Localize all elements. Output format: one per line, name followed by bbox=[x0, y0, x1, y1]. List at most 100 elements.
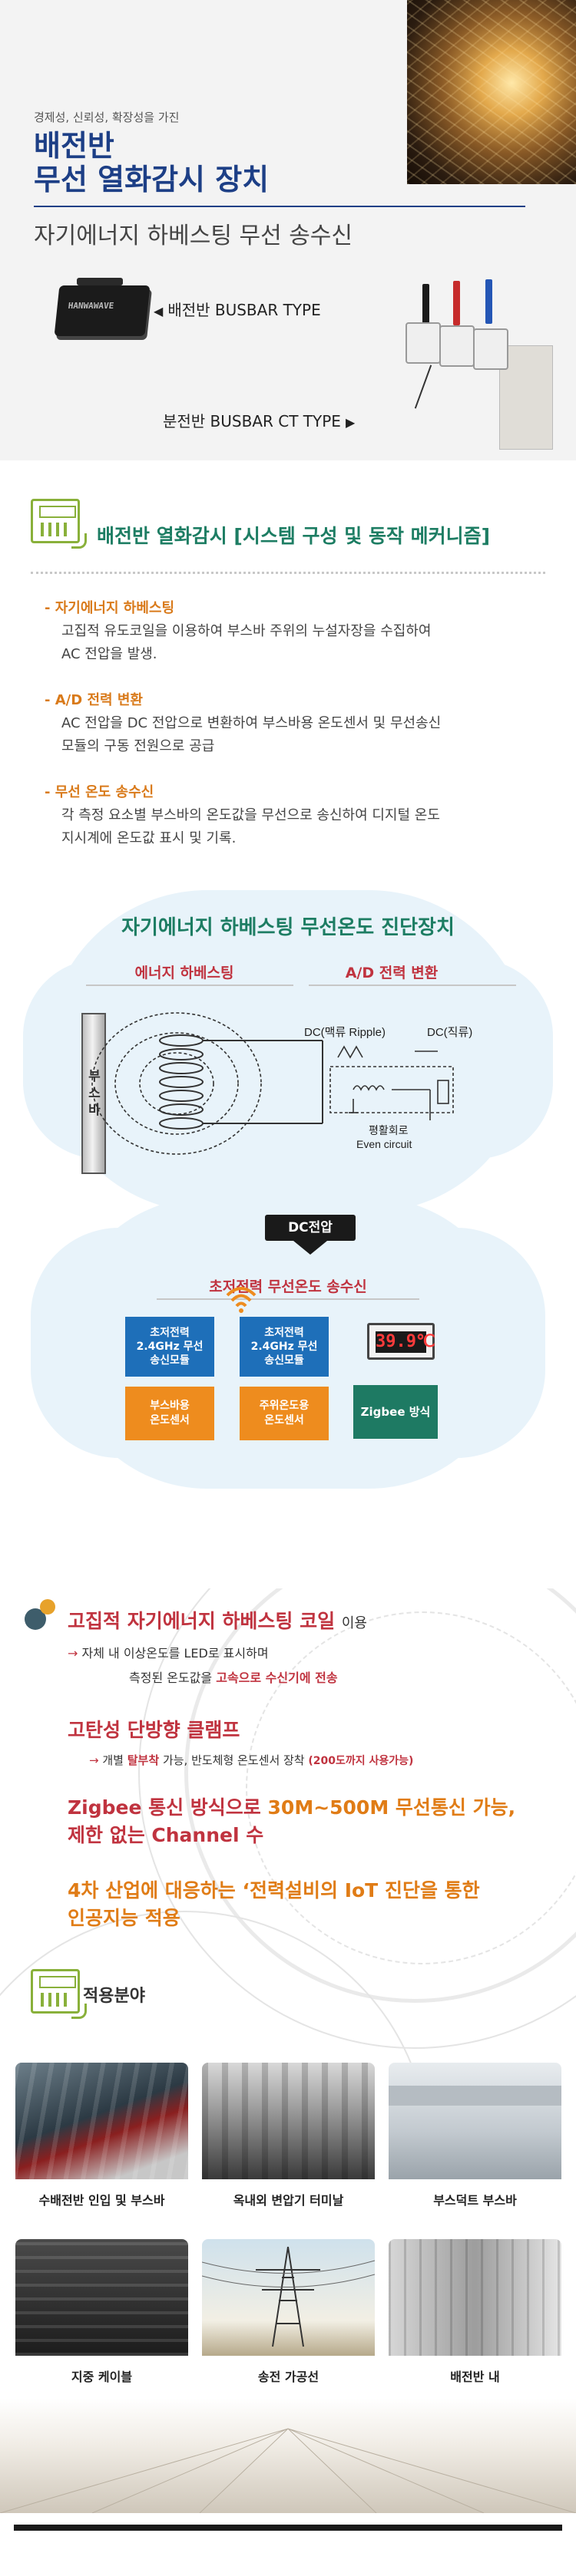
dc-ripple-label: DC(맥류 Ripple) bbox=[304, 1026, 386, 1039]
arrow-icon: → bbox=[68, 1646, 78, 1661]
hero-lamp-photo bbox=[407, 0, 576, 184]
app-image-transmission-line bbox=[202, 2239, 375, 2356]
ct-type-text: 분전반 BUSBAR CT TYPE bbox=[163, 412, 341, 430]
point3-a: Zigbee 통신 방식으로 bbox=[68, 1796, 261, 1819]
smoothing-label-ko: 평활회로 bbox=[369, 1124, 409, 1136]
footer-lines bbox=[0, 2428, 576, 2513]
ct-type-label: 분전반 BUSBAR CT TYPE ▶ bbox=[163, 409, 355, 431]
feature-wireless-temp: - 무선 온도 송수신 각 측정 요소별 부스바의 온도값을 무선으로 송신하여… bbox=[45, 781, 440, 850]
diagram-title: 자기에너지 하베스팅 무선온도 진단장치 bbox=[121, 916, 455, 939]
feature-heading: - A/D 전력 변환 bbox=[45, 692, 143, 708]
feature-line: 고집적 유도코일을 이용하여 부스바 주위의 누설자장을 수집하여 bbox=[61, 623, 432, 639]
cable-icon bbox=[71, 2004, 87, 2019]
point3-c: 제한 없는 Channel 수 bbox=[68, 1824, 264, 1846]
arrow-icon: → bbox=[89, 1753, 99, 1767]
image-texture bbox=[389, 2239, 561, 2356]
feature-energy-harvesting: - 자기에너지 하베스팅 고집적 유도코일을 이용하여 부스바 주위의 누설자장… bbox=[45, 597, 431, 666]
point1-suffix: 이용 bbox=[341, 1615, 367, 1631]
point2-line-d: (200도까지 사용가능) bbox=[308, 1755, 414, 1767]
device-brand: HANWAWAVE bbox=[68, 301, 114, 311]
app-image-busduct bbox=[389, 2063, 561, 2179]
busbar-device-image: HANWAWAVE bbox=[54, 285, 151, 336]
ct-sensor-3 bbox=[473, 328, 508, 370]
image-texture bbox=[15, 2063, 188, 2179]
section1-title: 배전반 열화감시 [시스템 구성 및 동작 메커니즘] bbox=[97, 525, 491, 547]
app-label: 부스덕트 부스바 bbox=[433, 2193, 517, 2208]
dotted-divider bbox=[31, 572, 545, 574]
display-value: 39.9℃ bbox=[376, 1331, 435, 1353]
image-texture bbox=[15, 2239, 188, 2356]
feature-text: 각 측정 요소별 부스바의 온도값을 무선으로 송신하여 디지털 온도 지시계에… bbox=[45, 804, 440, 850]
applications-title: 적용분야 bbox=[83, 1987, 145, 2006]
point1-line1-text: 자체 내 이상온도를 LED로 표시하며 bbox=[81, 1646, 269, 1661]
image-texture bbox=[202, 2063, 375, 2179]
point4: 4차 산업에 대응하는 ‘전력설비의 IoT 진단을 통한 인공지능 적용 bbox=[68, 1877, 480, 1932]
busbar-text: 부스바 bbox=[88, 1069, 101, 1118]
hero-title: 배전반 무선 열화감시 장치 bbox=[34, 129, 269, 196]
label-underline bbox=[309, 985, 516, 986]
ct-post-red bbox=[453, 281, 460, 325]
hero-section: 경제성, 신뢰성, 확장성을 가진 배전반 무선 열화감시 장치 자기에너지 하… bbox=[0, 0, 576, 460]
point1-title: 고집적 자기에너지 하베스팅 코일 이용 bbox=[68, 1606, 367, 1634]
hero-title-line2: 무선 열화감시 장치 bbox=[34, 163, 270, 196]
busbar-type-label: ◀배전반 BUSBAR TYPE bbox=[154, 298, 321, 320]
ct-cable bbox=[414, 364, 432, 409]
point2-line: → 개별 탈부착 가능, 반도체형 온도센서 장착 (200도까지 사용가능) bbox=[89, 1752, 413, 1768]
app-image-underground-cable bbox=[15, 2239, 188, 2356]
label-energy-harvesting: 에너지 하베스팅 bbox=[134, 965, 234, 981]
wireless-module-2: 초저전력 2.4GHz 무선 송신모듈 bbox=[240, 1317, 329, 1377]
device-fin bbox=[77, 278, 123, 285]
app-label: 수배전반 인입 및 부스바 bbox=[38, 2193, 165, 2208]
label-wireless: 초저전력 무선온도 송수신 bbox=[209, 1278, 367, 1295]
feature-line: 각 측정 요소별 부스바의 온도값을 무선으로 송신하여 디지털 온도 bbox=[61, 807, 440, 823]
point1-line2-a: 측정된 온도값을 bbox=[129, 1671, 213, 1685]
dc-flat-label: DC(직류) bbox=[427, 1026, 472, 1039]
hero-title-line1: 배전반 bbox=[34, 129, 114, 163]
feature-text: 고집적 유도코일을 이용하여 부스바 주위의 누설자장을 수집하여 AC 전압을… bbox=[45, 620, 431, 666]
busbar-temp-sensor: 부스바용 온도센서 bbox=[125, 1387, 214, 1440]
feature-text: AC 전압을 DC 전압으로 변환하여 부스바용 온도센서 및 무선송신 모듈의… bbox=[45, 712, 441, 758]
app-image-transformer bbox=[202, 2063, 375, 2179]
point4-a: 4차 산업에 대응하는 ‘전력설비의 IoT 진단을 통한 bbox=[68, 1879, 480, 1901]
panel-meter-icon bbox=[31, 499, 87, 549]
point4-b: 인공지능 적용 bbox=[68, 1907, 180, 1929]
app-label: 송전 가공선 bbox=[257, 2370, 319, 2384]
point2-line-a: 개별 bbox=[102, 1753, 124, 1767]
dc-voltage-badge: DC전압 bbox=[265, 1215, 356, 1241]
app-label: 지중 케이블 bbox=[71, 2370, 133, 2384]
label-underline bbox=[157, 1298, 419, 1300]
feature-line: 모듈의 구동 전원으로 공급 bbox=[61, 738, 215, 754]
hero-description: 자기에너지 하베스팅 무선 송수신 bbox=[34, 223, 353, 249]
pylon-icon bbox=[202, 2246, 375, 2347]
ct-post-blue bbox=[485, 279, 492, 324]
down-arrow-icon bbox=[293, 1241, 327, 1255]
feature-line: AC 전압을 DC 전압으로 변환하여 부스바용 온도센서 및 무선송신 bbox=[61, 715, 442, 731]
point3-b: 30M~500M 무선통신 가능, bbox=[267, 1796, 516, 1819]
hero-subtitle: 경제성, 신뢰성, 확장성을 가진 bbox=[34, 110, 180, 124]
feature-line: AC 전압을 발생. bbox=[61, 646, 157, 662]
panel-meter-icon bbox=[31, 1969, 87, 2019]
decorative-dots-icon bbox=[25, 1599, 55, 1630]
features-section bbox=[0, 1588, 576, 2141]
feature-heading: - 무선 온도 송수신 bbox=[45, 784, 154, 800]
point3: Zigbee 통신 방식으로 30M~500M 무선통신 가능, 제한 없는 C… bbox=[68, 1794, 515, 1849]
cable-icon bbox=[71, 533, 87, 549]
feature-heading: - 자기에너지 하베스팅 bbox=[45, 600, 175, 616]
label-underline bbox=[86, 985, 293, 986]
feature-line: 지시계에 온도값 표시 및 기록. bbox=[61, 830, 237, 846]
point2-line-c: 가능, 반도체형 온도센서 장착 bbox=[162, 1753, 305, 1767]
right-arrow-icon: ▶ bbox=[345, 415, 356, 430]
bg-arc bbox=[246, 1611, 576, 1964]
point1-line1: → 자체 내 이상온도를 LED로 표시하며 bbox=[68, 1643, 269, 1661]
label-ad-conversion: A/D 전력 변환 bbox=[345, 965, 439, 981]
point1-title-text: 고집적 자기에너지 하베스팅 코일 bbox=[68, 1610, 336, 1632]
app-label: 옥내외 변압기 터미날 bbox=[233, 2193, 344, 2208]
hero-divider bbox=[34, 206, 525, 207]
busbar-type-text: 배전반 BUSBAR TYPE bbox=[167, 301, 321, 319]
footer-background bbox=[0, 2398, 576, 2513]
point2-title: 고탄성 단방향 클램프 bbox=[68, 1719, 240, 1741]
smoothing-label-en: Even circuit bbox=[356, 1138, 412, 1150]
image-texture bbox=[389, 2086, 561, 2106]
diagram-cloud-right bbox=[399, 959, 553, 1159]
temperature-display: 39.9℃ bbox=[367, 1323, 435, 1360]
